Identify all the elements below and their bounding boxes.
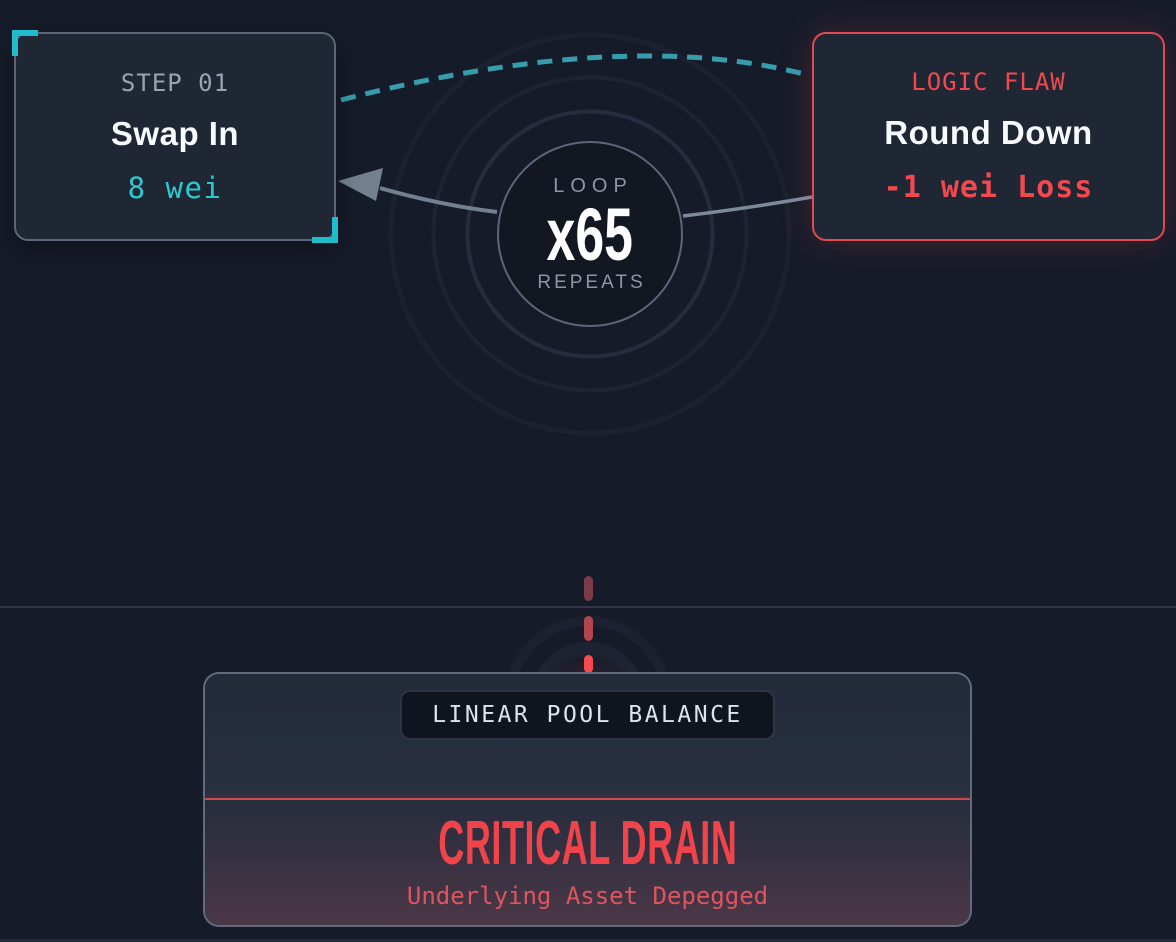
flaw-card-value: -1 wei Loss	[883, 170, 1094, 205]
pool-label-pill: LINEAR POOL BALANCE	[400, 690, 775, 740]
pool-panel-header: LINEAR POOL BALANCE	[205, 674, 970, 798]
loop-to-step-line	[379, 186, 498, 214]
arrowhead-icon	[338, 168, 383, 201]
loop-label: LOOP	[553, 174, 633, 197]
flaw-card-eyebrow: LOGIC FLAW	[911, 68, 1066, 96]
step-card-value: 8 wei	[127, 170, 223, 205]
section-divider	[0, 606, 1176, 608]
status-subtitle: Underlying Asset Depegged	[406, 882, 769, 910]
bottom-hairline	[0, 939, 1176, 942]
step-card: STEP 01 Swap In 8 wei	[12, 30, 338, 243]
loop-count: x65	[546, 192, 634, 276]
corner-bracket-icon	[12, 30, 38, 56]
drain-dash	[584, 655, 593, 673]
drain-dash	[584, 576, 593, 601]
flaw-to-loop-line	[682, 195, 813, 218]
corner-bracket-icon	[312, 217, 338, 243]
feedback-dashed-curve	[340, 53, 809, 103]
drain-dash	[584, 616, 593, 641]
loop-repeats-label: REPEATS	[537, 271, 646, 293]
pool-panel-divider	[205, 798, 970, 800]
flaw-card-title: Round Down	[884, 114, 1093, 151]
step-card-title: Swap In	[110, 114, 240, 152]
pool-status-section: CRITICAL DRAIN Underlying Asset Depegged	[205, 800, 970, 925]
pool-panel: LINEAR POOL BALANCE CRITICAL DRAIN Under…	[203, 672, 972, 927]
loop-badge: LOOP x65 REPEATS	[497, 141, 683, 327]
step-card-eyebrow: STEP 01	[120, 68, 230, 97]
status-title: CRITICAL DRAIN	[437, 809, 738, 878]
flaw-card: LOGIC FLAW Round Down -1 wei Loss	[812, 32, 1165, 241]
